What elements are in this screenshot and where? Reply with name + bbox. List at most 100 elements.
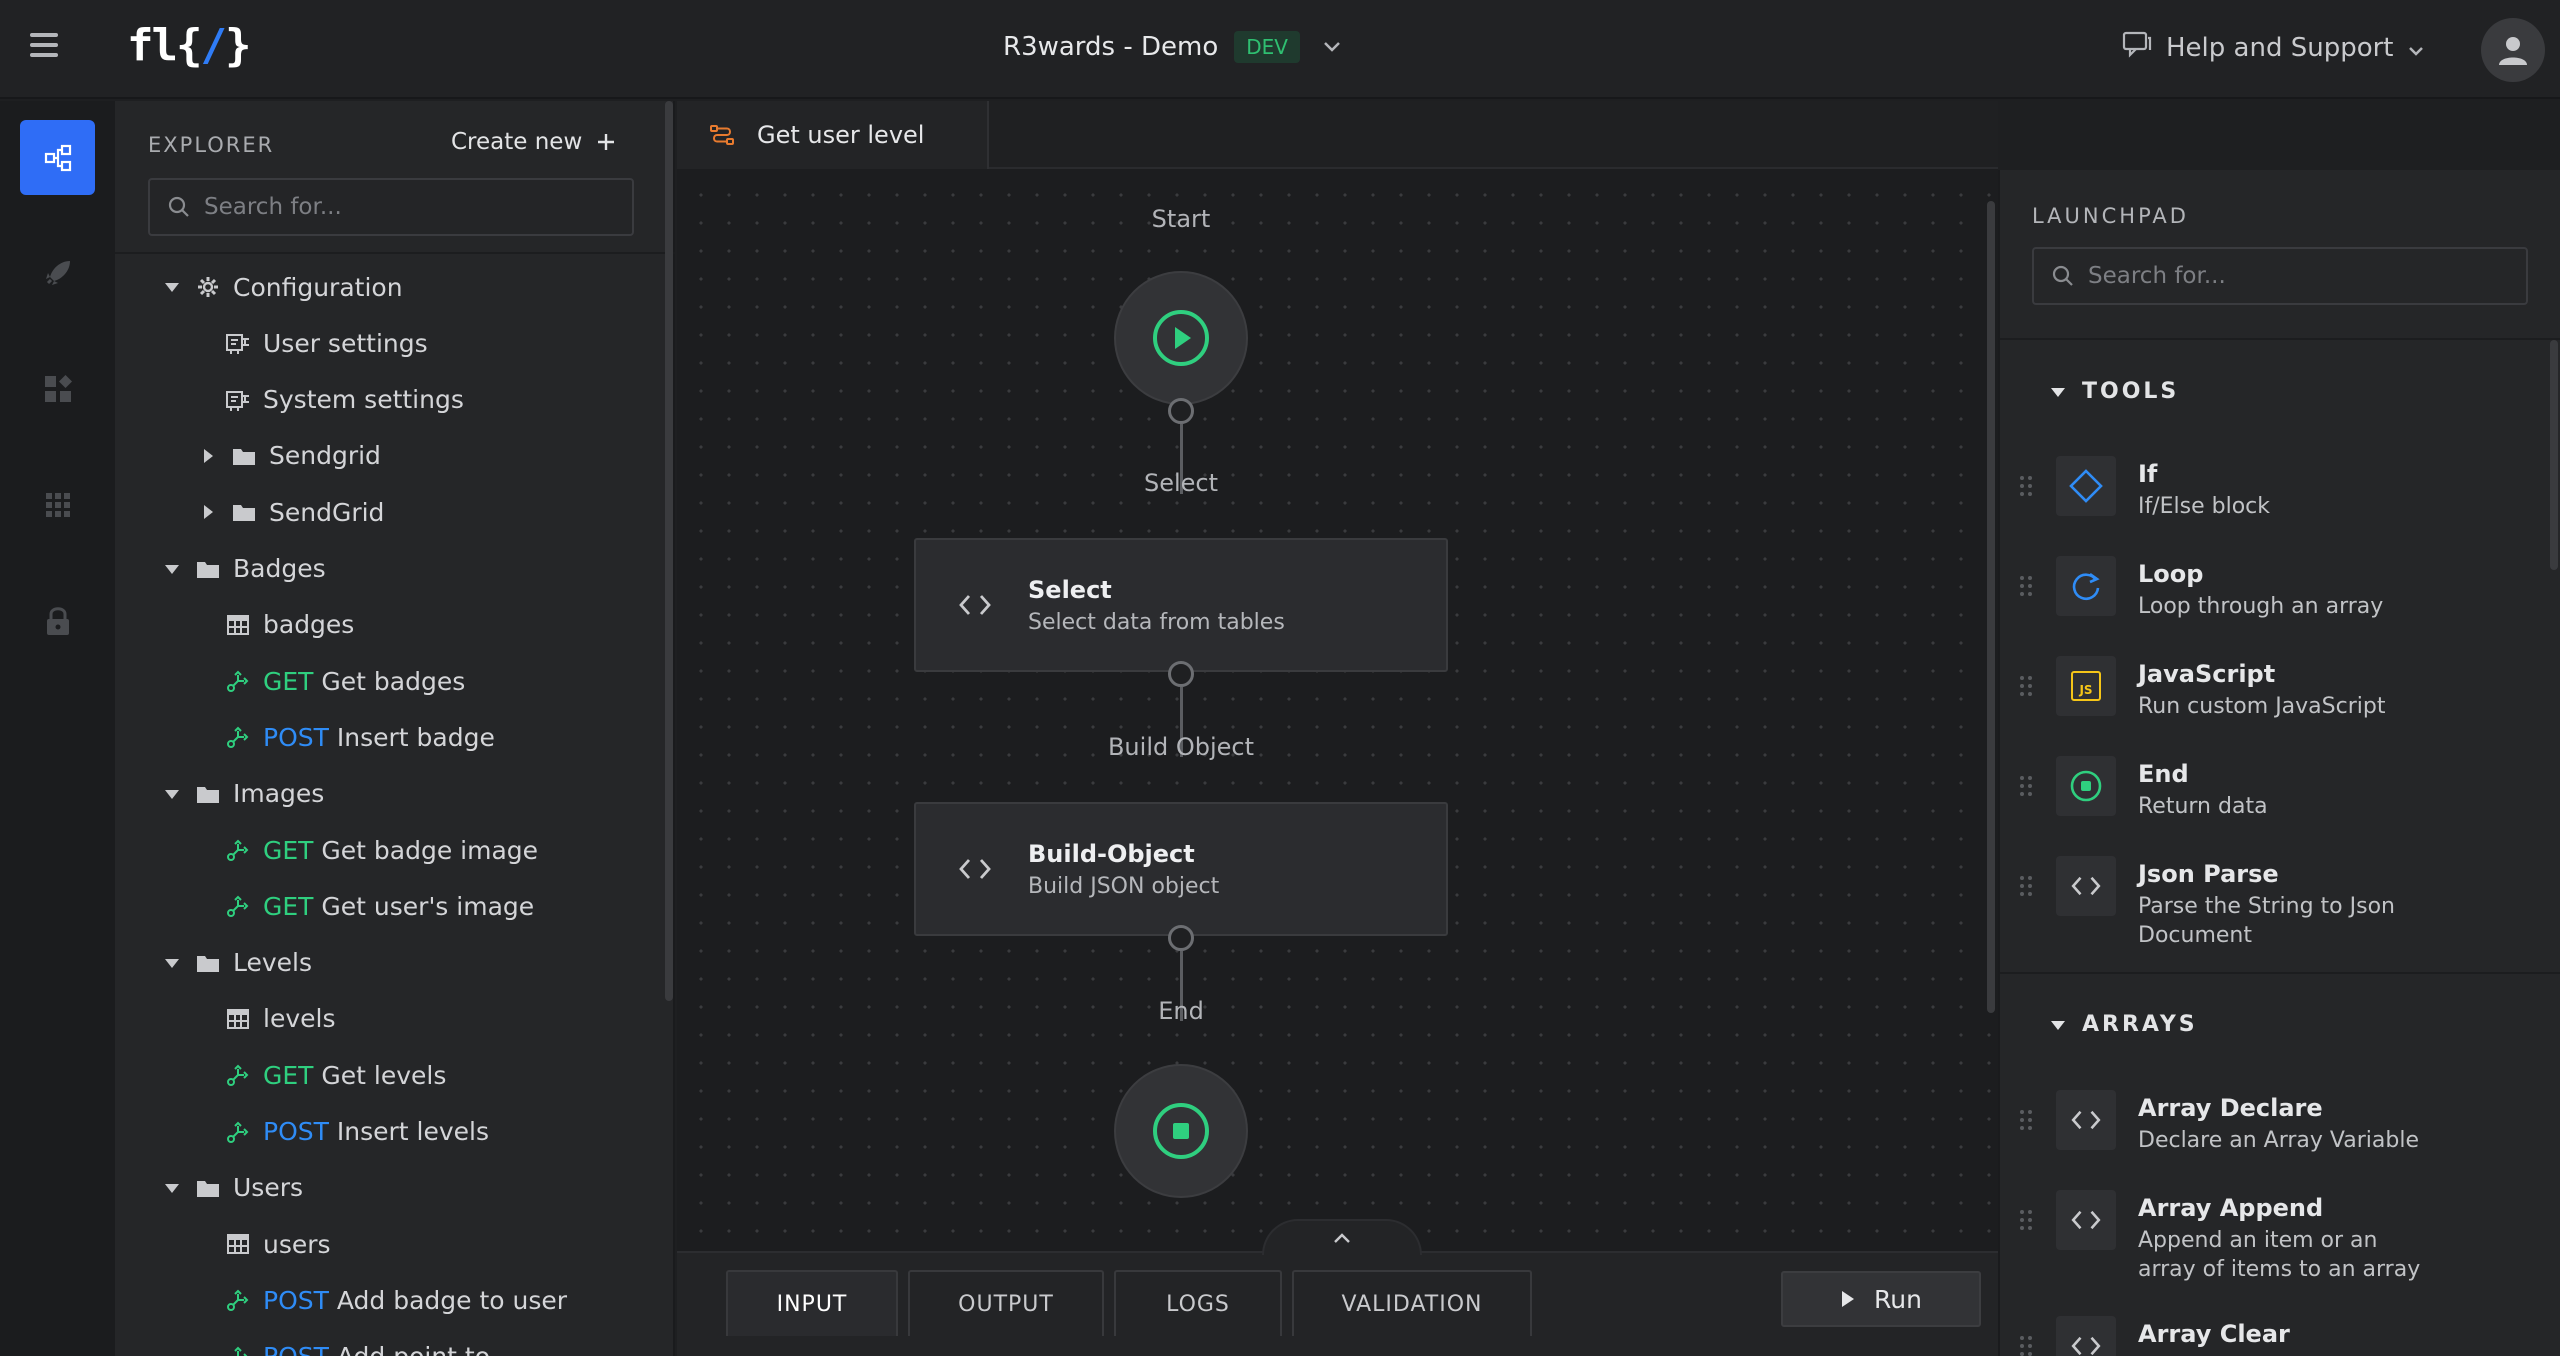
tree-item-label: POST Add badge to user (263, 1286, 567, 1315)
node-label-start: Start (1151, 205, 1211, 233)
output-port[interactable] (1168, 661, 1194, 687)
chevron-down-icon[interactable] (1316, 31, 1348, 63)
tool-array-append[interactable]: Array Append Append an item or an array … (2018, 1190, 2538, 1284)
select-node[interactable]: Select Select data from tables (914, 538, 1448, 672)
hamburger-menu-button[interactable] (30, 33, 62, 65)
http-method-label: GET (263, 891, 314, 921)
launchpad-scrollbar[interactable] (2550, 340, 2558, 570)
create-new-button[interactable]: Create new (451, 129, 616, 155)
rail-widgets-button[interactable] (20, 351, 95, 426)
endpoint-icon (225, 1287, 251, 1313)
tool-if[interactable]: If If/Else block (2018, 456, 2538, 521)
drag-handle-icon[interactable] (2018, 1190, 2034, 1250)
tree-item-get-badges[interactable]: GET Get badges (225, 653, 465, 709)
explorer-search[interactable] (148, 178, 634, 236)
tree-item-get-user-s-image[interactable]: GET Get user's image (225, 878, 534, 934)
section-arrays-header[interactable]: ARRAYS (2050, 1012, 2198, 1037)
tool-text: Loop Loop through an array (2138, 556, 2438, 621)
caret-down-icon[interactable] (161, 783, 183, 805)
launchpad-panel: LAUNCHPAD TOOLS If If/Else block Loop Lo… (1998, 170, 2560, 1356)
tree-item-configuration[interactable]: Configuration (161, 259, 403, 315)
build-object-node[interactable]: Build-Object Build JSON object (914, 802, 1448, 936)
tree-item-users[interactable]: users (225, 1216, 331, 1272)
caret-right-icon[interactable] (197, 445, 219, 467)
drag-handle-icon[interactable] (2018, 456, 2034, 516)
tree-item-levels[interactable]: levels (225, 991, 335, 1047)
menu-line (30, 33, 58, 37)
run-button[interactable]: Run (1781, 1271, 1981, 1327)
drag-handle-icon[interactable] (2018, 1316, 2034, 1356)
rail-security-button[interactable] (20, 583, 95, 658)
tab-output[interactable]: OUTPUT (908, 1270, 1104, 1336)
tree-item-label: POST Insert levels (263, 1117, 489, 1146)
tree-item-get-badge-image[interactable]: GET Get badge image (225, 822, 538, 878)
tree-item-system-settings[interactable]: System settings (225, 372, 464, 428)
drag-handle-icon[interactable] (2018, 656, 2034, 716)
tree-item-badges[interactable]: badges (225, 597, 354, 653)
explorer-search-input[interactable] (204, 194, 604, 220)
rail-apps-button[interactable] (20, 467, 95, 542)
folder-icon (231, 443, 257, 469)
caret-down-icon[interactable] (161, 1177, 183, 1199)
tab-get-user-level[interactable]: Get user level (677, 101, 989, 169)
drag-handle-icon[interactable] (2018, 856, 2034, 916)
caret-down-icon (2051, 1020, 2065, 1030)
caret-down-icon[interactable] (161, 276, 183, 298)
tree-item-label: badges (263, 610, 355, 640)
tree-item-insert-badge[interactable]: POST Insert badge (225, 709, 495, 765)
drag-handle-icon[interactable] (2018, 756, 2034, 816)
end-icon (2056, 756, 2116, 816)
end-node[interactable] (1114, 1064, 1248, 1198)
app-logo[interactable]: fl{/} (127, 20, 251, 71)
tool-javascript[interactable]: JS JavaScript Run custom JavaScript (2018, 656, 2538, 721)
tree-item-insert-levels[interactable]: POST Insert levels (225, 1104, 489, 1160)
rail-launch-button[interactable] (20, 235, 95, 310)
launchpad-search-input[interactable] (2088, 263, 2488, 289)
tree-item-add-point-to[interactable]: POST Add point to (225, 1329, 490, 1356)
tree-item-user-settings[interactable]: User settings (225, 315, 428, 371)
endpoint-name: Add badge to user (336, 1285, 568, 1315)
drag-handle-icon[interactable] (2018, 556, 2034, 616)
project-switcher[interactable]: R3wards - Demo DEV (1003, 31, 1348, 63)
launchpad-search[interactable] (2032, 247, 2528, 305)
drag-handle-icon[interactable] (2018, 1090, 2034, 1150)
help-support-menu[interactable]: Help and Support (2122, 30, 2424, 65)
tool-array-clear[interactable]: Array Clear (2018, 1316, 2538, 1356)
table-icon (225, 612, 251, 638)
tree-item-sendgrid[interactable]: Sendgrid (197, 428, 381, 484)
canvas-scrollbar[interactable] (1987, 201, 1995, 1013)
http-method-label: GET (263, 835, 314, 865)
tree-item-get-levels[interactable]: GET Get levels (225, 1047, 446, 1103)
start-node[interactable] (1114, 271, 1248, 405)
expand-panel-button[interactable] (1262, 1219, 1422, 1255)
top-bar: fl{/} R3wards - Demo DEV Help and Suppor… (0, 0, 2560, 99)
tool-desc: If/Else block (2138, 494, 2271, 519)
editor-tab-bar: Get user level (677, 101, 1998, 169)
tree-item-sendgrid[interactable]: SendGrid (197, 484, 384, 540)
tool-end[interactable]: End Return data (2018, 756, 2538, 821)
tree-item-add-badge-to-user[interactable]: POST Add badge to user (225, 1272, 567, 1328)
tree-item-label: POST Add point to (263, 1342, 490, 1356)
tool-json-parse[interactable]: Json Parse Parse the String to Json Docu… (2018, 856, 2538, 950)
caret-down-icon[interactable] (161, 558, 183, 580)
output-port[interactable] (1168, 398, 1194, 424)
user-avatar-button[interactable] (2481, 18, 2545, 82)
tab-input[interactable]: INPUT (726, 1270, 898, 1336)
output-port[interactable] (1168, 925, 1194, 951)
tool-loop[interactable]: Loop Loop through an array (2018, 556, 2538, 621)
tab-logs[interactable]: LOGS (1114, 1270, 1282, 1336)
caret-right-icon[interactable] (197, 501, 219, 523)
tool-array-declare[interactable]: Array Declare Declare an Array Variable (2018, 1090, 2538, 1155)
explorer-scrollbar[interactable] (665, 101, 673, 1001)
tree-item-badges[interactable]: Badges (161, 541, 326, 597)
tree-item-images[interactable]: Images (161, 766, 324, 822)
tree-item-levels[interactable]: Levels (161, 935, 312, 991)
caret-down-icon[interactable] (161, 952, 183, 974)
flow-canvas[interactable]: Start Select Select Select data from tab… (677, 171, 1998, 1351)
flow-file-icon (710, 125, 734, 145)
connector (1180, 687, 1183, 757)
rail-flows-button[interactable] (20, 120, 95, 195)
section-tools-header[interactable]: TOOLS (2050, 379, 2179, 404)
tree-item-users[interactable]: Users (161, 1160, 303, 1216)
tab-validation[interactable]: VALIDATION (1292, 1270, 1532, 1336)
